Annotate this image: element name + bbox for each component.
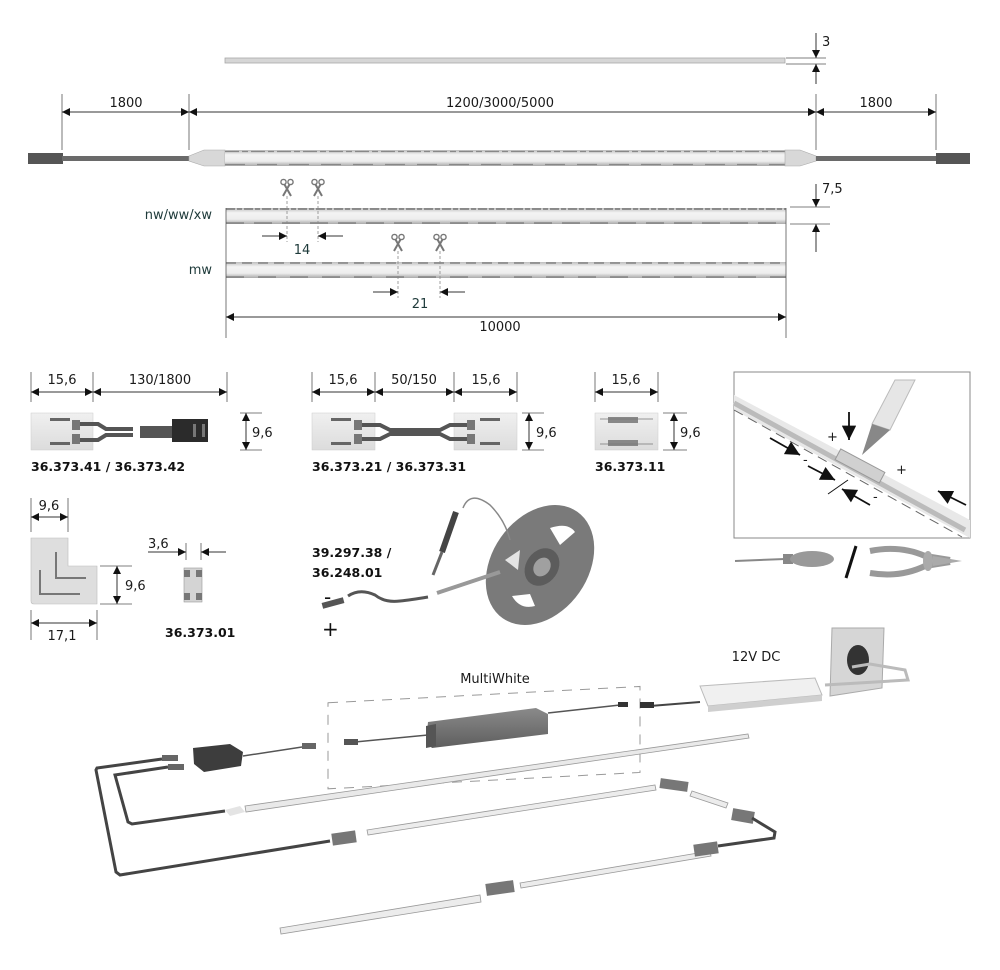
connector-clip (834, 448, 886, 484)
solder-reel-section: 39.297.38 / 36.248.01 - + (312, 497, 595, 641)
top-profile-section: 3 1800 1200/3000/5000 1800 (28, 33, 970, 167)
dim-width-bottom: 17,1 (48, 629, 77, 644)
dim-width-right: 15,6 (472, 373, 501, 388)
multiwhite-label: MultiWhite (460, 672, 530, 687)
dim-width-top: 9,6 (39, 499, 60, 514)
strip-side-profile (224, 57, 786, 64)
connector-36-373-11: 15,6 9,6 36.373.11 (594, 372, 701, 474)
dim-height: 9,6 (680, 426, 701, 441)
part-number: 36.373.21 / 36.373.31 (312, 459, 466, 474)
thickness-label: 3 (822, 35, 830, 50)
plus-sign: + (322, 617, 339, 641)
power-supply-icon (699, 677, 823, 712)
connector-clip (485, 880, 515, 896)
lead-cable-left (62, 156, 190, 161)
dim-width: 3,6 (148, 537, 169, 552)
connector-clip (331, 830, 357, 846)
scissors-icon (432, 233, 448, 252)
cut-pitch-21: 21 (412, 297, 429, 312)
led-strip (225, 150, 785, 166)
pliers-icon (869, 545, 962, 578)
strip-variants-section: nw/ww/xw mw 14 21 7,5 10000 (145, 178, 843, 338)
soldering-iron-icon (431, 497, 511, 576)
wall-socket-icon (824, 627, 910, 697)
install-detail: + - + - (732, 371, 971, 579)
dim-height: 9,6 (536, 426, 557, 441)
dim-width: 15,6 (48, 373, 77, 388)
connector-36-373-21: 15,6 50/150 15,6 9,6 36.373.21 / 36.373.… (311, 372, 557, 474)
strip-height-label: 7,5 (822, 182, 843, 197)
part-number: 36.373.01 (165, 625, 235, 640)
corner-connector: 9,6 9,6 17,1 (30, 498, 146, 644)
total-length-label: 10000 (479, 320, 520, 335)
minus-sign: - (873, 490, 878, 505)
part-number: 36.373.11 (595, 459, 665, 474)
connector-clip (693, 841, 719, 857)
plug-left (28, 153, 63, 164)
dim-width: 15,6 (612, 373, 641, 388)
part-number: 36.373.41 / 36.373.42 (31, 459, 185, 474)
strip-mw (226, 262, 786, 278)
variant-label-nw: nw/ww/xw (145, 208, 213, 223)
strip-nw (226, 208, 786, 224)
reel-icon (485, 505, 595, 625)
part-number-line2: 36.248.01 (312, 565, 382, 580)
plus-sign: + (827, 430, 838, 445)
end-cap-36-373-01: 3,6 36.373.01 (148, 537, 235, 640)
lead-right-label: 1800 (859, 96, 892, 111)
dim-cable: 130/1800 (129, 373, 191, 388)
variant-label-mw: mw (189, 263, 213, 278)
plug-right (936, 153, 970, 164)
minus-sign: - (324, 585, 331, 609)
dim-height: 9,6 (125, 579, 146, 594)
multiwhite-controller-icon (426, 708, 548, 748)
dim-height: 9,6 (252, 426, 273, 441)
strip-length-label: 1200/3000/5000 (446, 96, 554, 111)
scissors-icon (310, 178, 326, 197)
lead-left-label: 1800 (109, 96, 142, 111)
corner-clip (659, 778, 689, 792)
psu-label: 12V DC (732, 650, 781, 665)
splitter-icon (193, 744, 243, 772)
connector-clip (731, 808, 755, 824)
separator (844, 545, 858, 579)
scissors-icon (279, 178, 295, 197)
scissors-icon (390, 233, 406, 252)
minus-sign: - (803, 453, 808, 468)
lead-cable-right (816, 156, 937, 161)
part-number-line1: 39.297.38 / (312, 545, 392, 560)
cut-pitch-14: 14 (294, 243, 311, 258)
plus-sign: + (896, 463, 907, 478)
dim-width-left: 15,6 (329, 373, 358, 388)
screwdriver-icon (734, 551, 834, 567)
dim-cable: 50/150 (391, 373, 437, 388)
connector-36-373-41: 15,6 130/1800 9,6 36.373.41 / 36.373.42 (30, 372, 273, 474)
system-assembly: MultiWhite 12V DC (94, 627, 910, 935)
